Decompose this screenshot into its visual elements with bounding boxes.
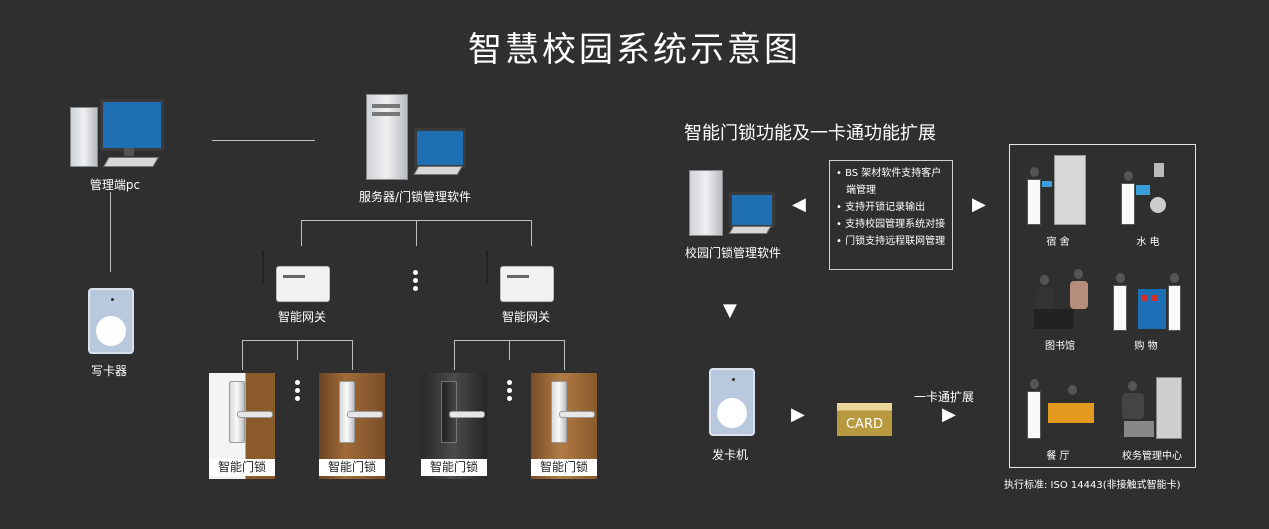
server-tower-icon: [366, 94, 466, 180]
door-label-2: 智能门锁: [319, 459, 385, 476]
antenna-icon: [262, 250, 264, 284]
scene-label-shopping: 购 物: [1134, 341, 1158, 352]
card-writer-icon: [88, 288, 134, 354]
card-icon: CARD: [837, 403, 892, 436]
feature-item: • 门锁支持远程联网管理: [836, 236, 946, 247]
scene-label-library: 图书馆: [1045, 341, 1075, 352]
more-dots-icon: [294, 380, 300, 404]
card-issuer-icon: [709, 368, 755, 436]
arrow-right-icon: ▶: [791, 404, 805, 425]
scene-label-canteen: 餐 厅: [1046, 451, 1070, 462]
extension-heading: 智能门锁功能及一卡通功能扩展: [684, 123, 936, 144]
more-dots-icon: [412, 270, 418, 294]
scene-label-dorm: 宿 舍: [1046, 237, 1070, 248]
tree-line: [509, 340, 510, 360]
feature-item: • 支持开锁记录输出: [836, 202, 926, 213]
tree-line: [454, 340, 455, 370]
door-label-3: 智能门锁: [421, 459, 487, 476]
link-line: [110, 192, 111, 272]
arrow-left-icon: ◀: [792, 194, 806, 215]
admin-pc-label: 管理端pc: [89, 178, 141, 192]
tree-line: [301, 220, 302, 246]
card-issuer-label: 发卡机: [711, 448, 748, 462]
server-label: 服务器/门锁管理软件: [358, 190, 472, 204]
tree-line: [352, 340, 353, 370]
arrow-down-icon: ▼: [723, 300, 737, 321]
shopping-scene-icon: [1108, 263, 1188, 331]
more-dots-icon: [506, 380, 512, 404]
scene-label-admin-center: 校务管理中心: [1122, 451, 1182, 462]
gateway-device-icon: [276, 266, 330, 302]
diagram-title: 智慧校园系统示意图: [468, 30, 801, 70]
tree-line: [564, 340, 565, 370]
campus-software-pc-icon: [689, 170, 775, 236]
feature-list: • BS 架材软件支持客户 端管理 • 支持开锁记录输出 • 支持校园管理系统对…: [829, 160, 953, 270]
arrow-right-icon: ▶: [972, 194, 986, 215]
antenna-icon: [486, 250, 488, 284]
scene-label-utilities: 水 电: [1136, 237, 1160, 248]
utilities-scene-icon: [1114, 157, 1184, 225]
feature-item: 端管理: [846, 185, 876, 196]
door-label-1: 智能门锁: [209, 459, 275, 476]
canteen-scene-icon: [1024, 373, 1104, 439]
gateway-label-1: 智能网关: [277, 310, 326, 324]
dorm-scene-icon: [1022, 155, 1092, 225]
standard-note: 执行标准: ISO 14443(非接触式智能卡): [1004, 480, 1181, 491]
admin-pc-icon: [66, 93, 166, 171]
tree-line: [416, 220, 417, 246]
card-writer-label: 写卡器: [90, 364, 127, 378]
tree-line: [531, 220, 532, 246]
link-line: [212, 140, 315, 141]
campus-software-label: 校园门锁管理软件: [684, 246, 781, 260]
gateway-label-2: 智能网关: [501, 310, 550, 324]
tree-line: [242, 340, 243, 370]
one-card-applications-box: 宿 舍 水 电 图书馆 购 物 餐 厅: [1009, 144, 1196, 468]
library-scene-icon: [1024, 265, 1104, 331]
feature-item: • 支持校园管理系统对接: [836, 219, 946, 230]
admin-center-scene-icon: [1114, 373, 1190, 439]
one-card-label: 一卡通扩展: [913, 390, 974, 404]
gateway-device-icon: [500, 266, 554, 302]
door-label-4: 智能门锁: [531, 459, 597, 476]
arrow-right-icon: ▶: [942, 404, 956, 425]
feature-item: • BS 架材软件支持客户: [836, 168, 942, 179]
tree-line: [297, 340, 298, 360]
